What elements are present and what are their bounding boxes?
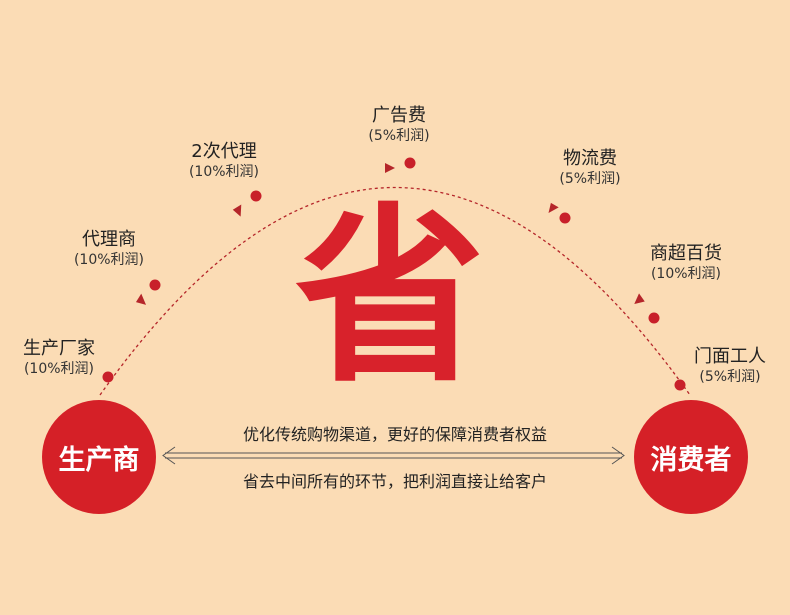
stage-profit: (10%利润) [188,164,260,180]
arc-path [99,186,691,396]
stage-dot-sub-agent [250,190,262,202]
stage-label-producer-factory: 生产厂家 (10%利润) [5,338,113,378]
stage-label-retail: 商超百货 (10%利润) [632,243,740,283]
stage-name: 2次代理 [191,141,257,162]
stage-name: 生产厂家 [23,338,95,359]
message-bottom: 省去中间所有的环节，把利润直接让给客户 [242,472,547,491]
stage-name: 代理商 [82,229,136,250]
stage-profit: (10%利润) [73,252,145,268]
consumer-label: 消费者 [650,444,732,476]
stage-dots [102,157,686,391]
producer-circle: 生产商 [42,400,156,514]
stage-profit: (5%利润) [368,128,430,144]
stage-profit: (5%利润) [699,369,761,385]
arc-arrow [548,202,559,214]
stage-profit: (10%利润) [650,266,722,282]
stage-label-sub-agent: 2次代理 (10%利润) [170,141,278,181]
producer-label: 生产商 [58,444,140,476]
stage-label-storefront: 门面工人 (5%利润) [676,346,784,386]
double-arrow [162,446,625,465]
stage-dot-logistics [559,212,571,224]
message-top: 优化传统购物渠道，更好的保障消费者权益 [242,425,547,444]
stage-name: 物流费 [563,148,617,169]
arc-arrow [232,204,242,217]
stage-dot-advertising [404,157,416,169]
stage-profit: (5%利润) [559,171,621,187]
save-character: 省 [294,187,485,408]
double-arrow-left-head [162,446,176,465]
stage-label-agent: 代理商 (10%利润) [55,229,163,269]
arc-arrows [135,163,645,305]
stage-name: 门面工人 [694,346,766,367]
stage-dot-agent [149,279,161,291]
stage-name: 广告费 [372,105,426,126]
stage-dot-producer-factory [102,371,114,383]
consumer-circle: 消费者 [634,400,748,514]
stage-dot-retail [648,312,660,324]
arc-arrow [634,293,645,305]
stage-profit: (10%利润) [23,361,95,377]
stage-dot-storefront [674,379,686,391]
stage-label-logistics: 物流费 (5%利润) [536,148,644,188]
arc-arrow [135,293,147,305]
stage-name: 商超百货 [650,243,722,264]
double-arrow-right-head [611,446,625,465]
arc-arrow [385,163,395,173]
stage-label-advertising: 广告费 (5%利润) [345,105,453,145]
